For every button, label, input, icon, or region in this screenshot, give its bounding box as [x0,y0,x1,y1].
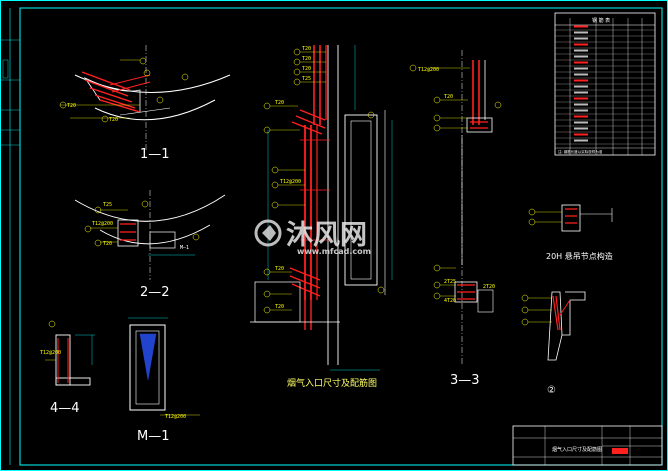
tag-t16: T12@200 [418,67,439,73]
tag-t15: T20 [275,304,284,310]
m1-small-label: M—1 [180,245,189,251]
table-row-sketch [574,103,588,106]
table-row-sketch [574,121,588,124]
tag-t13: T12@200 [280,179,301,185]
tag-t10: T20 [302,66,311,72]
table-row-sketch [574,115,588,118]
section-4-4-label: 4—4 [50,401,80,416]
detail-2-drawing: ② [521,291,586,396]
main-elevation-drawing: T20 T20 T20 T25 T20 T12@200 T20 T20 烟气入口… [250,45,393,389]
table-row-sketch [574,127,588,130]
table-row-sketch [574,37,588,40]
tag-t12: T20 [275,100,284,106]
table-row-sketch [574,97,588,100]
rebar-table-title: 钢 筋 表 [592,17,610,24]
tag-t1: T20 [67,103,76,109]
section-m-1-drawing: T12@200 M—1 [128,317,200,444]
tag-t9: T20 [302,56,311,62]
main-elevation-title: 烟气入口尺寸及配筋图 [287,377,377,389]
rebar-table-rows [555,25,655,145]
table-row-sketch [574,79,588,82]
section-2-2-label: 2—2 [140,285,170,300]
table-row-sketch [574,133,588,136]
table-row-sketch [574,61,588,64]
table-row-sketch [574,43,588,46]
tag-t6: T12@200 [40,350,61,356]
section-2-2-drawing: T25 T12@200 T20 M—1 2—2 [74,190,226,300]
watermark: 沐风网 www.mfcad.com [254,219,371,256]
table-row-sketch [574,91,588,94]
tag-t7: T12@200 [165,414,186,420]
tag-t20: 2T20 [483,284,495,290]
title-block: 烟气入口尺寸及配筋图 [512,425,663,466]
section-1-1-label: 1—1 [140,147,170,162]
table-row-sketch [574,31,588,34]
table-row-sketch [574,109,588,112]
tag-t5: T12@200 [92,221,113,227]
table-row-sketch [574,25,588,28]
tag-t14: T20 [275,266,284,272]
section-1-1-drawing: T20 T20 1—1 [59,45,231,162]
section-4-4-drawing: T12@200 4—4 [40,320,95,416]
table-row-sketch [574,85,588,88]
tag-t17: T20 [444,94,453,100]
tag-t8: T20 [302,46,311,52]
watermark-url: www.mfcad.com [297,247,371,256]
title-block-drawing-name: 烟气入口尺寸及配筋图 [552,446,602,453]
tag-t4: T20 [103,241,112,247]
tag-t2: T20 [109,117,118,123]
tag-t18: 2T25 [444,279,456,285]
table-row-sketch [574,73,588,76]
rebar-table-notes: 注: 钢筋长度以实际放样为准 [558,149,603,154]
tag-t19: 4T20 [444,298,456,304]
tag-t11: T25 [302,76,311,82]
watermark-brand: 沐风网 [286,220,367,251]
table-row-sketch [574,139,588,142]
section-3-3-label: 3—3 [450,373,480,388]
rebar-schedule-table: 钢 筋 表 注: 钢筋长度以实际放样为准 [554,12,656,156]
detail-2-label: ② [547,385,556,396]
table-row-sketch [574,49,588,52]
tag-t3: T25 [103,202,112,208]
section-m-1-label: M—1 [137,429,170,444]
table-row-sketch [574,67,588,70]
table-row-sketch [574,55,588,58]
detail-20h-title: 20H 悬吊节点构造 [546,251,613,261]
section-3-3-drawing: T12@200 T20 2T25 4T20 2T20 3—3 [409,50,502,388]
detail-20h-drawing: 20H 悬吊节点构造 [528,204,613,261]
